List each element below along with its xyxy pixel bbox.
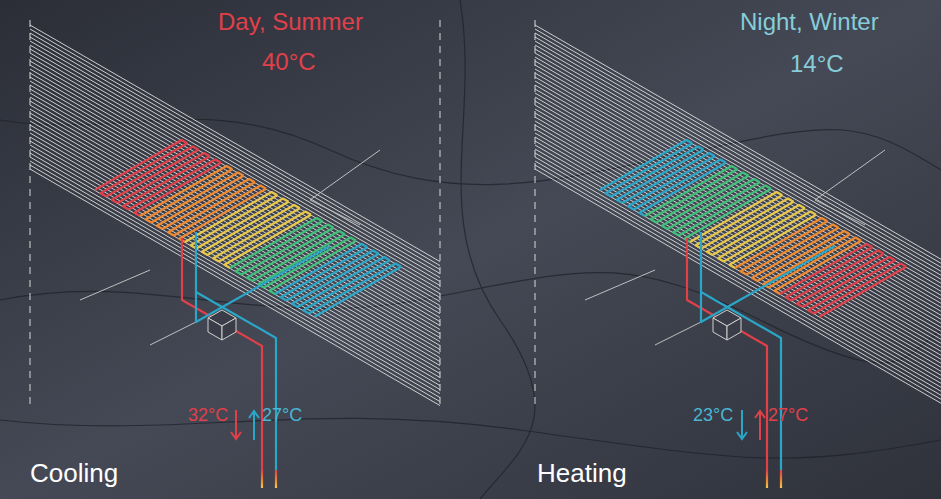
season-label: Day, Summer [218, 10, 363, 34]
water-temperature: 27°C [262, 406, 302, 424]
season-label: Night, Winter [740, 10, 879, 34]
mode-label: Cooling [30, 460, 118, 486]
water-temperature: 32°C [188, 406, 228, 424]
mode-label: Heating [537, 460, 627, 486]
air-temperature: 40°C [262, 50, 316, 74]
flow-arrows [231, 410, 765, 440]
slab-hatching [30, 22, 440, 411]
pump-box [208, 310, 741, 340]
supply-pipes [182, 232, 835, 488]
water-temperature: 23°C [693, 406, 733, 424]
pipe-coil [95, 140, 401, 317]
slab-hatching [535, 22, 941, 411]
guide-lines [80, 150, 885, 345]
water-temperature: 27°C [768, 406, 808, 424]
pipe-coil [600, 140, 906, 317]
air-temperature: 14°C [790, 52, 844, 76]
